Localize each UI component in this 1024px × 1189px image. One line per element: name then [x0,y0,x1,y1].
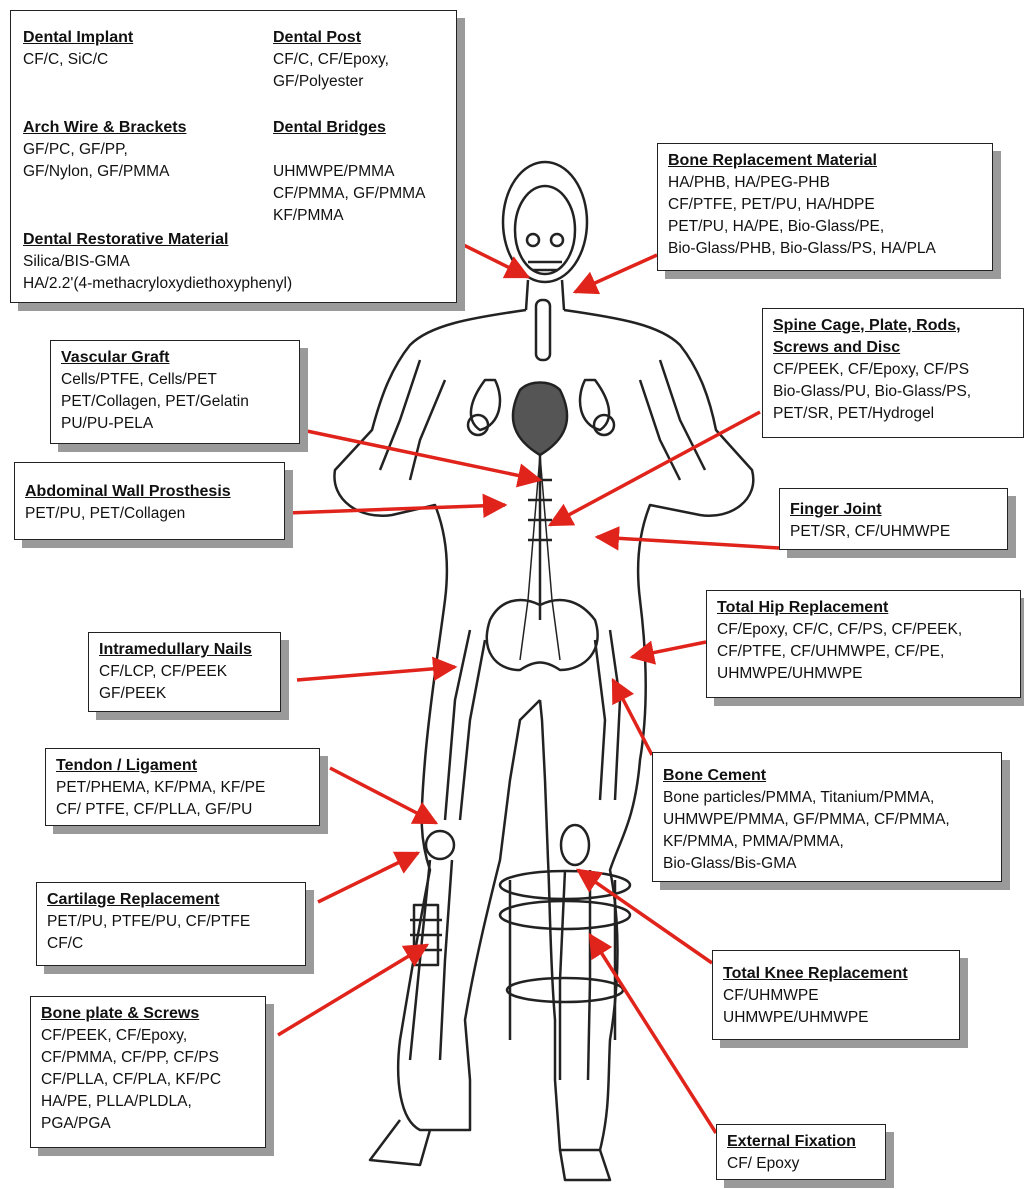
section-title: Dental Implant [23,27,133,49]
dental-bridges-section: Dental Bridges UHMWPE/PMMA CF/PMMA, GF/P… [273,117,425,227]
material-line: Cells/PTFE, Cells/PET [61,369,289,391]
material-line: CF/PMMA, CF/PP, CF/PS [41,1047,255,1069]
box-title: Cartilage Replacement [47,889,295,911]
material-line: GF/Polyester [273,71,389,93]
section-title: Arch Wire & Brackets [23,117,186,139]
material-line: Bio-Glass/Bis-GMA [663,853,991,875]
dental-implant-section: Dental Implant CF/C, SiC/C [23,27,133,71]
total-hip-box: Total Hip Replacement CF/Epoxy, CF/C, CF… [706,590,1021,698]
material-line: Bio-Glass/PU, Bio-Glass/PS, [773,381,1013,403]
external-fixation-box: External Fixation CF/ Epoxy [716,1124,886,1180]
material-line: CF/Epoxy, CF/C, CF/PS, CF/PEEK, [717,619,1010,641]
arrow-cartilage [318,853,418,902]
material-line: PET/PU, HA/PE, Bio-Glass/PE, [668,216,982,238]
material-line: GF/Nylon, GF/PMMA [23,161,186,183]
arrow-external-fixation [590,935,716,1133]
tendon-ligament-box: Tendon / Ligament PET/PHEMA, KF/PMA, KF/… [45,748,320,826]
material-line: KF/PMMA, PMMA/PMMA, [663,831,991,853]
material-line: CF/ PTFE, CF/PLLA, GF/PU [56,799,309,821]
material-line: CF/PEEK, CF/Epoxy, [41,1025,255,1047]
box-title: Bone Replacement Material [668,150,982,172]
arrow-tendon [330,768,436,823]
box-title: Bone plate & Screws [41,1003,255,1025]
material-line: PET/PHEMA, KF/PMA, KF/PE [56,777,309,799]
material-line: HA/2.2'(4-methacryloxydiethoxyphenyl) [23,273,292,295]
material-line: CF/PEEK, CF/Epoxy, CF/PS [773,359,1013,381]
finger-joint-box: Finger Joint PET/SR, CF/UHMWPE [779,488,1008,550]
material-line: CF/PTFE, CF/UHMWPE, CF/PE, [717,641,1010,663]
material-line: Silica/BIS-GMA [23,251,292,273]
material-line: CF/PTFE, PET/PU, HA/HDPE [668,194,982,216]
material-line: PET/SR, CF/UHMWPE [790,521,997,543]
arrow-nails [297,667,455,680]
material-line: PET/PU, PTFE/PU, CF/PTFE [47,911,295,933]
arrow-bone-replacement [575,255,657,292]
cartilage-replacement-box: Cartilage Replacement PET/PU, PTFE/PU, C… [36,882,306,966]
material-line: KF/PMMA [273,205,425,227]
material-line: CF/PLLA, CF/PLA, KF/PC [41,1069,255,1091]
material-line: UHMWPE/PMMA [273,161,425,183]
material-line: CF/UHMWPE [723,985,949,1007]
box-title: Bone Cement [663,765,991,787]
arch-wire-section: Arch Wire & Brackets GF/PC, GF/PP, GF/Ny… [23,117,186,183]
box-title: Spine Cage, Plate, Rods, [773,315,1013,337]
material-line: CF/LCP, CF/PEEK [99,661,270,683]
material-line: GF/PC, GF/PP, [23,139,186,161]
material-line: GF/PEEK [99,683,270,705]
section-title: Dental Bridges [273,117,425,139]
material-line: PET/Collagen, PET/Gelatin [61,391,289,413]
box-title: Vascular Graft [61,347,289,369]
box-title: Total Hip Replacement [717,597,1010,619]
material-line: UHMWPE/UHMWPE [717,663,1010,685]
bone-replacement-box: Bone Replacement Material HA/PHB, HA/PEG… [657,143,993,271]
material-line: Bone particles/PMMA, Titanium/PMMA, [663,787,991,809]
dental-post-section: Dental Post CF/C, CF/Epoxy, GF/Polyester [273,27,389,93]
material-line: UHMWPE/PMMA, GF/PMMA, CF/PMMA, [663,809,991,831]
material-line: PGA/PGA [41,1113,255,1135]
vascular-graft-box: Vascular Graft Cells/PTFE, Cells/PET PET… [50,340,300,444]
abdominal-wall-box: Abdominal Wall Prosthesis PET/PU, PET/Co… [14,462,285,540]
box-title: Intramedullary Nails [99,639,270,661]
dental-box: Dental Implant CF/C, SiC/C Dental Post C… [10,10,457,303]
bone-plate-box: Bone plate & Screws CF/PEEK, CF/Epoxy, C… [30,996,266,1148]
total-knee-box: Total Knee Replacement CF/UHMWPE UHMWPE/… [712,950,960,1040]
intramedullary-nails-box: Intramedullary Nails CF/LCP, CF/PEEK GF/… [88,632,281,712]
box-title: Total Knee Replacement [723,963,949,985]
arrow-abdominal [287,505,505,513]
box-title: Finger Joint [790,499,997,521]
box-title: Abdominal Wall Prosthesis [25,481,274,503]
material-line: CF/C, CF/Epoxy, [273,49,389,71]
dental-restorative-section: Dental Restorative Material Silica/BIS-G… [23,229,292,295]
material-line: PET/SR, PET/Hydrogel [773,403,1013,425]
material-line: CF/C [47,933,295,955]
material-line: CF/C, SiC/C [23,49,133,71]
material-line: Bio-Glass/PHB, Bio-Glass/PS, HA/PLA [668,238,982,260]
section-title: Dental Restorative Material [23,229,292,251]
material-line: CF/ Epoxy [727,1153,875,1175]
section-title: Dental Post [273,27,389,49]
material-line: UHMWPE/UHMWPE [723,1007,949,1029]
material-line: HA/PE, PLLA/PLDLA, [41,1091,255,1113]
material-line: HA/PHB, HA/PEG-PHB [668,172,982,194]
material-line: CF/PMMA, GF/PMMA [273,183,425,205]
material-line: PU/PU-PELA [61,413,289,435]
box-title: Tendon / Ligament [56,755,309,777]
box-title-line-2: Screws and Disc [773,337,1013,359]
box-title: External Fixation [727,1131,875,1153]
bone-cement-box: Bone Cement Bone particles/PMMA, Titaniu… [652,752,1002,882]
spine-box: Spine Cage, Plate, Rods, Screws and Disc… [762,308,1024,438]
arrow-finger [597,537,779,548]
material-line: PET/PU, PET/Collagen [25,503,274,525]
